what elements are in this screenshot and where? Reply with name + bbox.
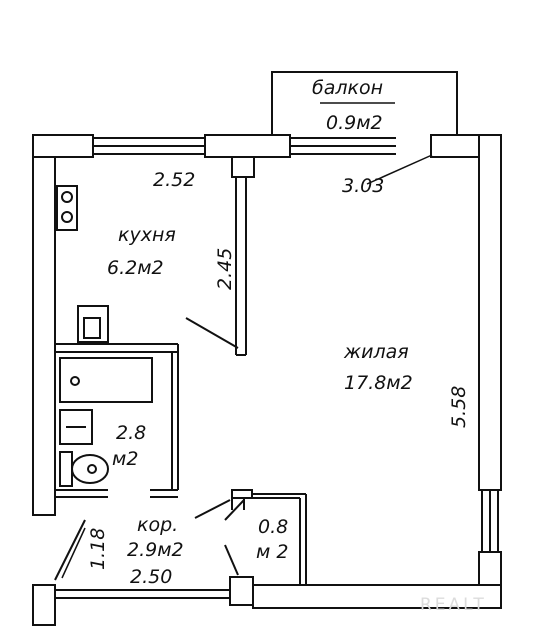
closet-unit: м 2 <box>256 541 288 563</box>
kitchen-width-label: 2.52 <box>153 169 195 191</box>
watermark: REALT <box>420 595 487 615</box>
closet-walls <box>194 489 307 585</box>
bathroom-unit: м2 <box>112 448 138 470</box>
bathroom-walls <box>55 343 179 498</box>
bathtub-icon <box>59 357 153 403</box>
corridor-depth-label: 1.18 <box>87 528 109 570</box>
stove-icon <box>56 185 78 231</box>
balcony-area: 0.9м2 <box>326 112 383 134</box>
corridor-area: 2.9м2 <box>127 539 184 561</box>
kitchen-name: кухня <box>118 224 176 246</box>
corridor-name: кор. <box>137 514 178 536</box>
dimension-leaders <box>61 154 433 579</box>
kitchen-depth-label: 2.45 <box>214 248 236 290</box>
balcony-name: балкон <box>312 77 383 99</box>
kitchen-partition <box>185 156 255 356</box>
closet-area: 0.8 <box>258 516 288 538</box>
living-area: 17.8м2 <box>344 372 413 394</box>
outer-walls <box>32 134 502 626</box>
living-depth-label: 5.58 <box>448 386 470 428</box>
corridor-width-label: 2.50 <box>130 566 172 588</box>
washbasin-icon <box>59 409 93 445</box>
bathroom-area: 2.8 <box>116 422 146 444</box>
living-name: жилая <box>343 341 409 363</box>
balcony <box>271 71 458 135</box>
toilet-icon <box>59 451 109 487</box>
kitchen-area: 6.2м2 <box>107 257 164 279</box>
kitchen-sink-icon <box>77 305 109 343</box>
living-width-label: 3.03 <box>342 175 384 197</box>
